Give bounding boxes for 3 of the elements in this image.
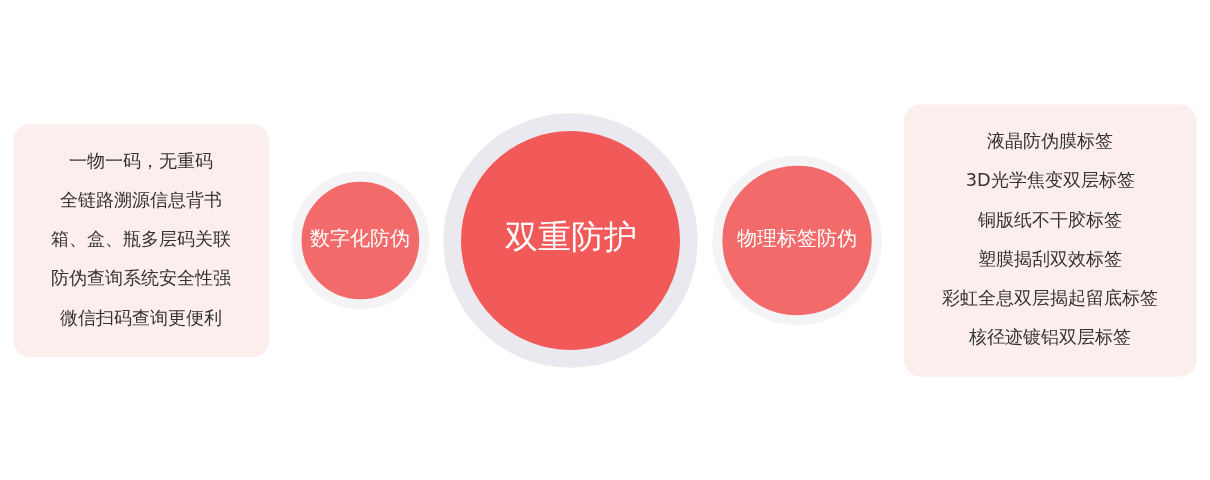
node-circle: 双重防护	[443, 112, 698, 368]
node-circle: 数字化防伪	[291, 171, 430, 309]
node-circle: 物理标签防伪	[712, 155, 882, 325]
